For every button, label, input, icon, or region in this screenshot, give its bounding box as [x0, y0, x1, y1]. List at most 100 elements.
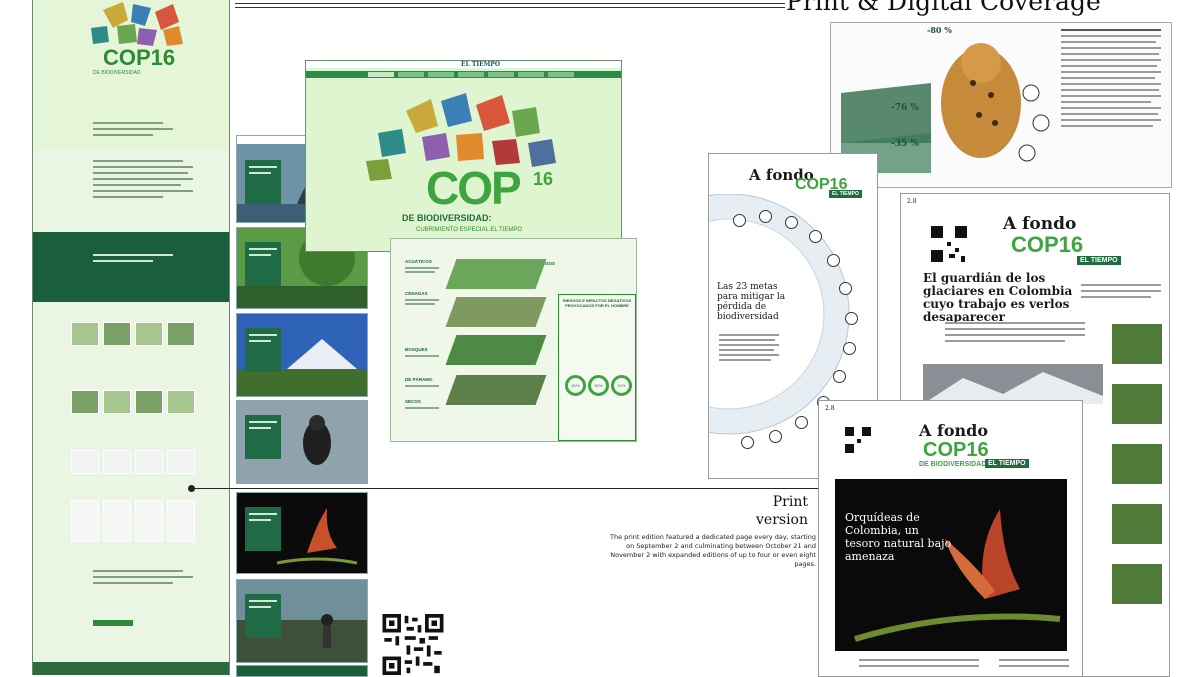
website-thumbnail — [103, 450, 131, 474]
nav-tab — [428, 72, 454, 77]
text-line — [1061, 119, 1161, 121]
infographic-label: DE PÁRAMO — [405, 377, 433, 382]
page-number: 2.8 — [907, 198, 917, 205]
biodiversity-infographic: ACUÁTICOS CÉNAGAS BOSQUES DE PÁRAMO SECO… — [390, 238, 637, 442]
text-line — [719, 334, 779, 336]
goal-icon — [769, 430, 782, 443]
text-line — [93, 128, 173, 130]
bird-collage-icon — [91, 2, 183, 46]
text-line — [405, 385, 439, 387]
mobile-card — [245, 594, 281, 638]
text-line — [249, 600, 277, 602]
goal-icon — [833, 370, 846, 383]
text-line — [249, 166, 277, 168]
text-line — [719, 349, 774, 351]
text-line — [719, 354, 779, 356]
text-line — [93, 260, 153, 262]
goal-icon — [839, 282, 852, 295]
glacier-photo-icon — [923, 364, 1103, 404]
text-line — [405, 267, 439, 269]
text-line — [93, 190, 193, 192]
desktop-topbar — [306, 61, 621, 69]
nav-tab — [368, 72, 394, 77]
text-line — [93, 122, 163, 124]
text-line — [405, 355, 439, 357]
website-thumbnail — [135, 322, 163, 346]
orchid-photo-icon — [835, 479, 1067, 651]
text-line — [1061, 95, 1161, 97]
headline: El guardián de los glaciares en Colombia… — [923, 271, 1073, 324]
mobile-screen-partial — [236, 665, 368, 677]
website-thumbnail — [103, 390, 131, 414]
nav-tab — [458, 72, 484, 77]
text-line — [1061, 77, 1155, 79]
website-hero: COP16 DE BIODIVERSIDAD — [33, 0, 229, 150]
text-line — [249, 248, 277, 250]
kicker: A fondo — [1003, 214, 1077, 234]
text-line — [405, 407, 439, 409]
stat-ring: 21% — [611, 375, 632, 396]
text-line — [93, 254, 173, 256]
text-line — [249, 421, 277, 423]
website-thumbnail — [71, 450, 99, 474]
text-line — [93, 184, 181, 186]
nav-tab — [548, 72, 574, 77]
text-line — [93, 178, 193, 180]
newspaper-page-orquideas: 2.8 A fondo COP16 DE BIODIVERSIDAD EL TI… — [818, 400, 1083, 677]
cop-subtitle: DE BIODIVERSIDAD — [919, 461, 987, 468]
text-line — [93, 166, 193, 168]
goal-icon — [809, 230, 822, 243]
mobile-card — [245, 160, 281, 204]
qr-code-icon — [843, 425, 873, 455]
print-title-line1: Print — [772, 494, 808, 510]
text-line — [1061, 29, 1161, 31]
text-line — [859, 659, 979, 661]
goal-icon — [843, 342, 856, 355]
text-line — [1061, 59, 1161, 61]
text-line — [405, 303, 435, 305]
text-line — [1061, 107, 1161, 109]
jaguar-stat: -80 % — [927, 25, 952, 35]
jaguar-icon — [831, 23, 1171, 187]
infographic-label: SECOS — [405, 399, 421, 404]
goal-icon — [845, 312, 858, 325]
text-line — [1061, 71, 1161, 73]
mobile-screen-orchid — [236, 492, 368, 574]
infographic-label: ACUÁTICOS — [405, 259, 432, 264]
website-thumbnail — [167, 390, 195, 414]
nav-tab — [488, 72, 514, 77]
website-thumbnail — [71, 500, 99, 542]
el-tiempo-logo: EL TIEMPO — [461, 61, 501, 68]
jaguar-stat: -35 % — [891, 139, 919, 149]
infographic-label: CÉNAGAS — [405, 291, 428, 296]
connector-line — [192, 488, 818, 489]
website-thumbnail — [135, 450, 163, 474]
website-footer — [33, 662, 229, 675]
text-line — [719, 339, 775, 341]
text-line — [1081, 284, 1161, 286]
mobile-screen-bear — [236, 400, 368, 484]
newspaper-jaguar-page: -80 % -76 % -35 % — [830, 22, 1172, 188]
impact-title: RIESGOS E IMPACTOS NEGATIVOS PROVOCADOS … — [562, 298, 632, 308]
text-line — [93, 172, 188, 174]
page-title: Print & Digital Coverage — [786, 0, 1101, 16]
website-cop-logo: COP16 — [103, 45, 176, 70]
goal-icon — [795, 416, 808, 429]
mobile-card — [245, 507, 281, 551]
newspaper-page-23-metas: A fondo COP16 EL TIEMPO Las 23 metas par… — [708, 153, 878, 479]
text-line — [1061, 53, 1159, 55]
infographic-label: BOSQUES — [405, 347, 428, 352]
text-line — [93, 570, 183, 572]
text-line — [1061, 47, 1161, 49]
heading-rule — [235, 3, 785, 4]
text-line — [249, 513, 277, 515]
website-thumbnail — [135, 500, 163, 542]
goal-icon — [733, 214, 746, 227]
website-thumbnail — [103, 322, 131, 346]
infographic-label: LAGOS — [539, 261, 556, 266]
text-line — [1061, 101, 1151, 103]
stat-ring: 61% — [565, 375, 586, 396]
text-line — [945, 340, 1065, 342]
website-thumbnail — [167, 500, 195, 542]
text-line — [1061, 125, 1153, 127]
